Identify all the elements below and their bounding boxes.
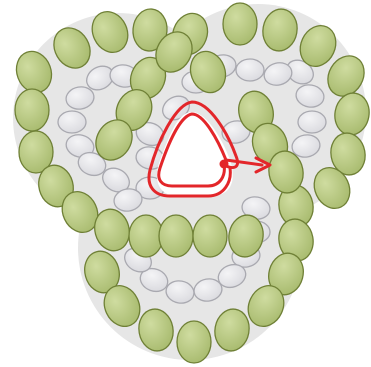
outer-bead [193,215,227,257]
outer-bead [15,89,49,131]
inner-bead [298,111,326,133]
dot-icon [220,160,229,169]
outer-bead [129,215,163,257]
outer-bead [177,321,211,363]
outer-bead [159,215,193,257]
inner-bead [58,111,86,133]
inner-bead [236,59,264,81]
outer-bead [223,3,257,45]
